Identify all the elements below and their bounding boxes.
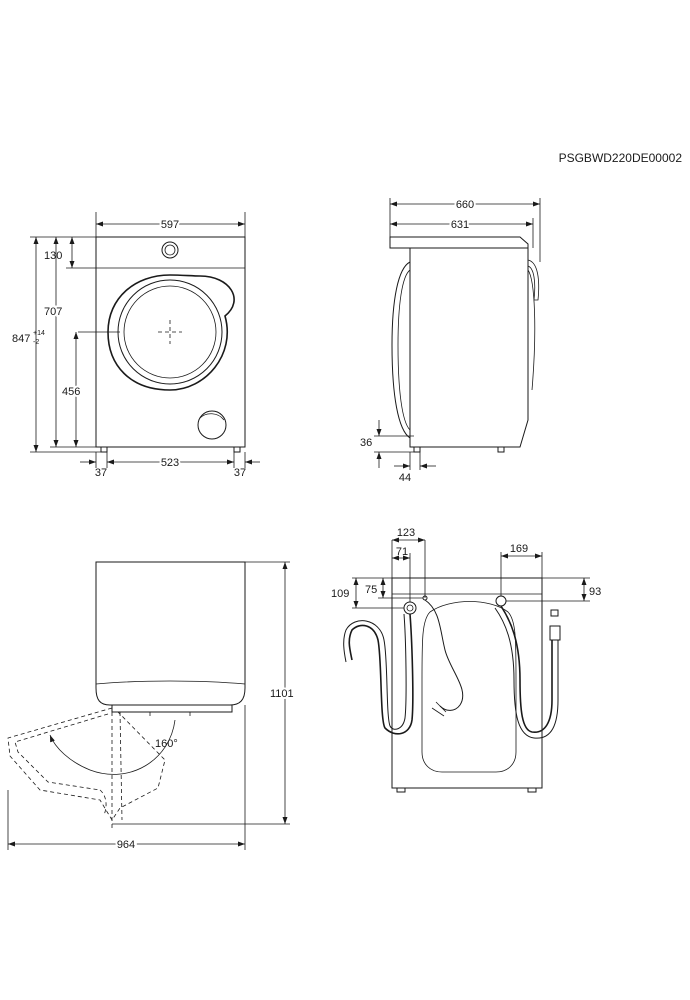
dim-depth-door-open: 964	[117, 839, 135, 851]
power-cable	[424, 599, 464, 711]
dim-body-depth: 631	[451, 219, 469, 231]
dim-door-center-height: 456	[62, 386, 80, 398]
dim-foot-inset-right: 37	[234, 467, 246, 479]
dim-foot-setback: 44	[399, 472, 411, 484]
drain-hose-connection	[403, 601, 417, 615]
front-view: 597 130 707 847 +14 -2 456 37 523 37	[10, 212, 260, 479]
inlet-hose-connection	[495, 595, 507, 607]
side-body	[409, 247, 529, 448]
dim-rear-left-outer: 123	[397, 527, 415, 539]
dim-top-panel-height: 130	[44, 250, 62, 262]
top-view-cabinet	[95, 561, 246, 706]
dim-rear-left-inner: 71	[396, 546, 408, 558]
document-code: PSGBWD220DE00002	[559, 151, 683, 165]
door-glass	[117, 279, 223, 385]
dim-height-door-open: 1101	[270, 688, 294, 700]
dim-foot-spacing: 523	[161, 457, 179, 469]
rear-view: 123 71 169 109 75 93	[331, 527, 601, 793]
dim-total-height-tol-upper: +14	[33, 330, 45, 337]
door-swing-arc	[49, 719, 176, 775]
rear-panel-window	[421, 601, 517, 773]
drain-filter-cap	[197, 410, 227, 440]
drain-hose	[348, 613, 414, 735]
dim-rear-height-right: 93	[589, 586, 601, 598]
side-door-profile	[391, 261, 411, 439]
dim-total-height-tol-lower: -2	[33, 339, 39, 346]
inlet-hose	[500, 605, 553, 733]
dim-total-depth: 660	[456, 199, 474, 211]
dim-rear-height-left-inner: 75	[365, 584, 377, 596]
dim-foot-inset-left: 37	[95, 467, 107, 479]
dim-door-angle: 160°	[155, 738, 178, 750]
front-foot-left	[100, 446, 108, 453]
door-ring	[107, 274, 235, 391]
rear-cabinet	[391, 577, 543, 789]
dim-rear-right: 169	[510, 543, 528, 555]
open-door-outline	[7, 707, 166, 821]
dim-total-height: 847	[12, 333, 30, 345]
side-top-plate	[389, 236, 529, 249]
side-view: 660 631 36 44	[360, 197, 541, 484]
front-cabinet	[95, 236, 246, 448]
dim-foot-height: 36	[360, 437, 372, 449]
dim-rear-height-left-outer: 109	[331, 588, 349, 600]
front-foot-right	[233, 446, 241, 453]
dim-body-height: 707	[44, 306, 62, 318]
dim-front-width: 597	[161, 219, 179, 231]
door-open-view: 160° 1101 964	[7, 561, 296, 853]
program-knob	[161, 241, 179, 259]
